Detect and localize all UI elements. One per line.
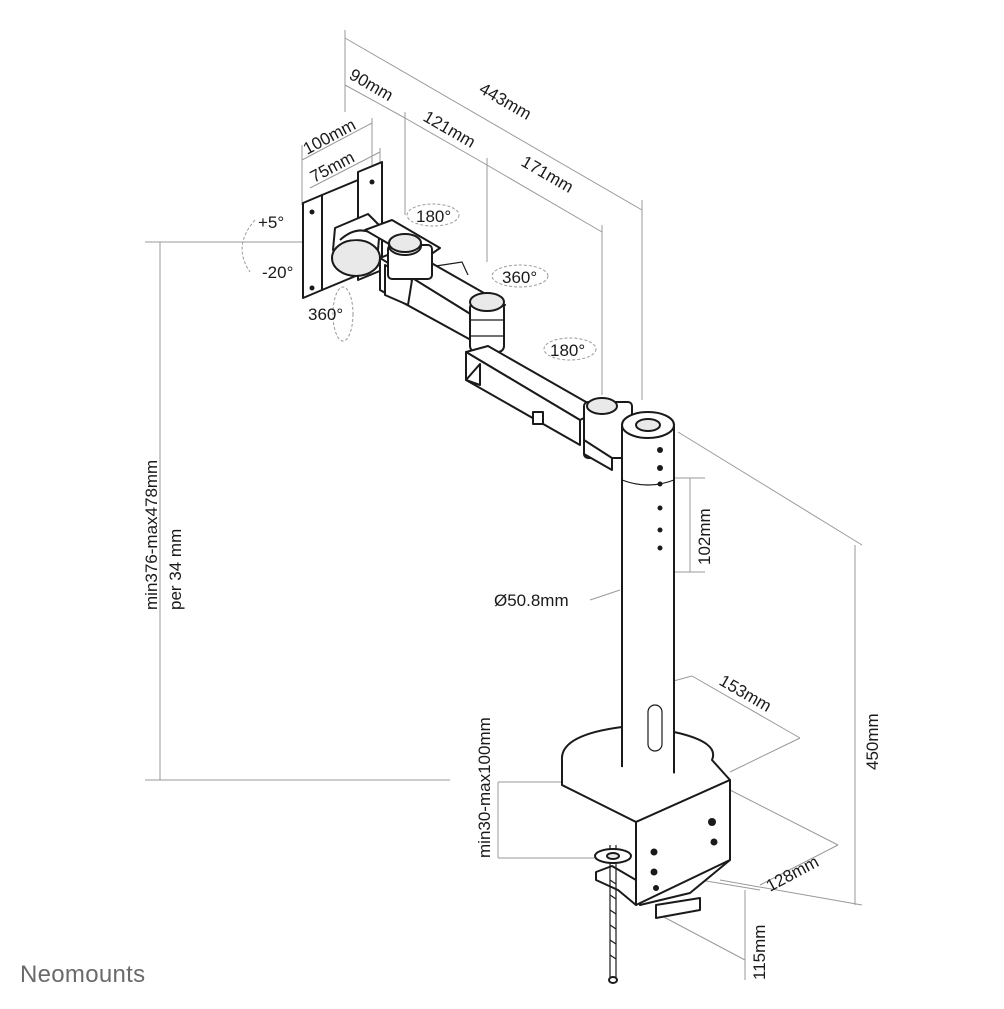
dim-height-step: per 34 mm — [166, 529, 185, 610]
rot-joint-2: 360° — [502, 268, 537, 287]
brand-logo: Neomounts — [20, 961, 145, 988]
dim-pole-diameter: Ø50.8mm — [494, 591, 569, 610]
rot-joint-1: 180° — [416, 207, 451, 226]
rot-screen: 360° — [308, 305, 343, 324]
base — [560, 726, 731, 919]
dim-base-width: 153mm — [716, 671, 775, 716]
dim-total-reach: 443mm — [476, 79, 535, 124]
pole-joint — [583, 397, 633, 471]
arm-segment-1 — [364, 219, 506, 346]
rotation-indicators: +5° -20° 360° 180° 360° 180° — [241, 203, 597, 361]
screen-rotation-arc-icon — [332, 286, 354, 342]
dim-clamp-height: 115mm — [750, 925, 769, 980]
dim-pole-hole-spacing: 102mm — [695, 508, 714, 565]
joint-3-arc-icon — [543, 337, 597, 361]
dimension-labels: 90mm 443mm 121mm 171mm 100mm 75mm min376… — [142, 65, 882, 980]
clamp — [594, 845, 637, 984]
dim-base-depth: 128mm — [763, 852, 822, 895]
rot-tilt-up: +5° — [258, 213, 284, 232]
dim-pole-height: 450mm — [863, 713, 882, 770]
dim-arm-segment-2: 171mm — [518, 152, 577, 197]
pole — [621, 411, 675, 786]
arm-segment-2 — [465, 345, 601, 446]
rot-tilt-down: -20° — [262, 263, 293, 282]
joint-2-arc-icon — [491, 264, 549, 288]
dim-clamp-range: min30-max100mm — [475, 717, 494, 858]
tilt-arc-icon — [241, 219, 256, 273]
dim-height-range: min376-max478mm — [142, 460, 161, 610]
joint-1-arc-icon — [406, 203, 460, 227]
dimension-lines — [145, 30, 863, 980]
monitor-arm — [302, 161, 731, 984]
tilt-head — [331, 213, 381, 277]
rot-joint-3: 180° — [550, 341, 585, 360]
dim-arm-segment-1: 121mm — [420, 107, 479, 152]
middle-joint — [469, 292, 505, 353]
